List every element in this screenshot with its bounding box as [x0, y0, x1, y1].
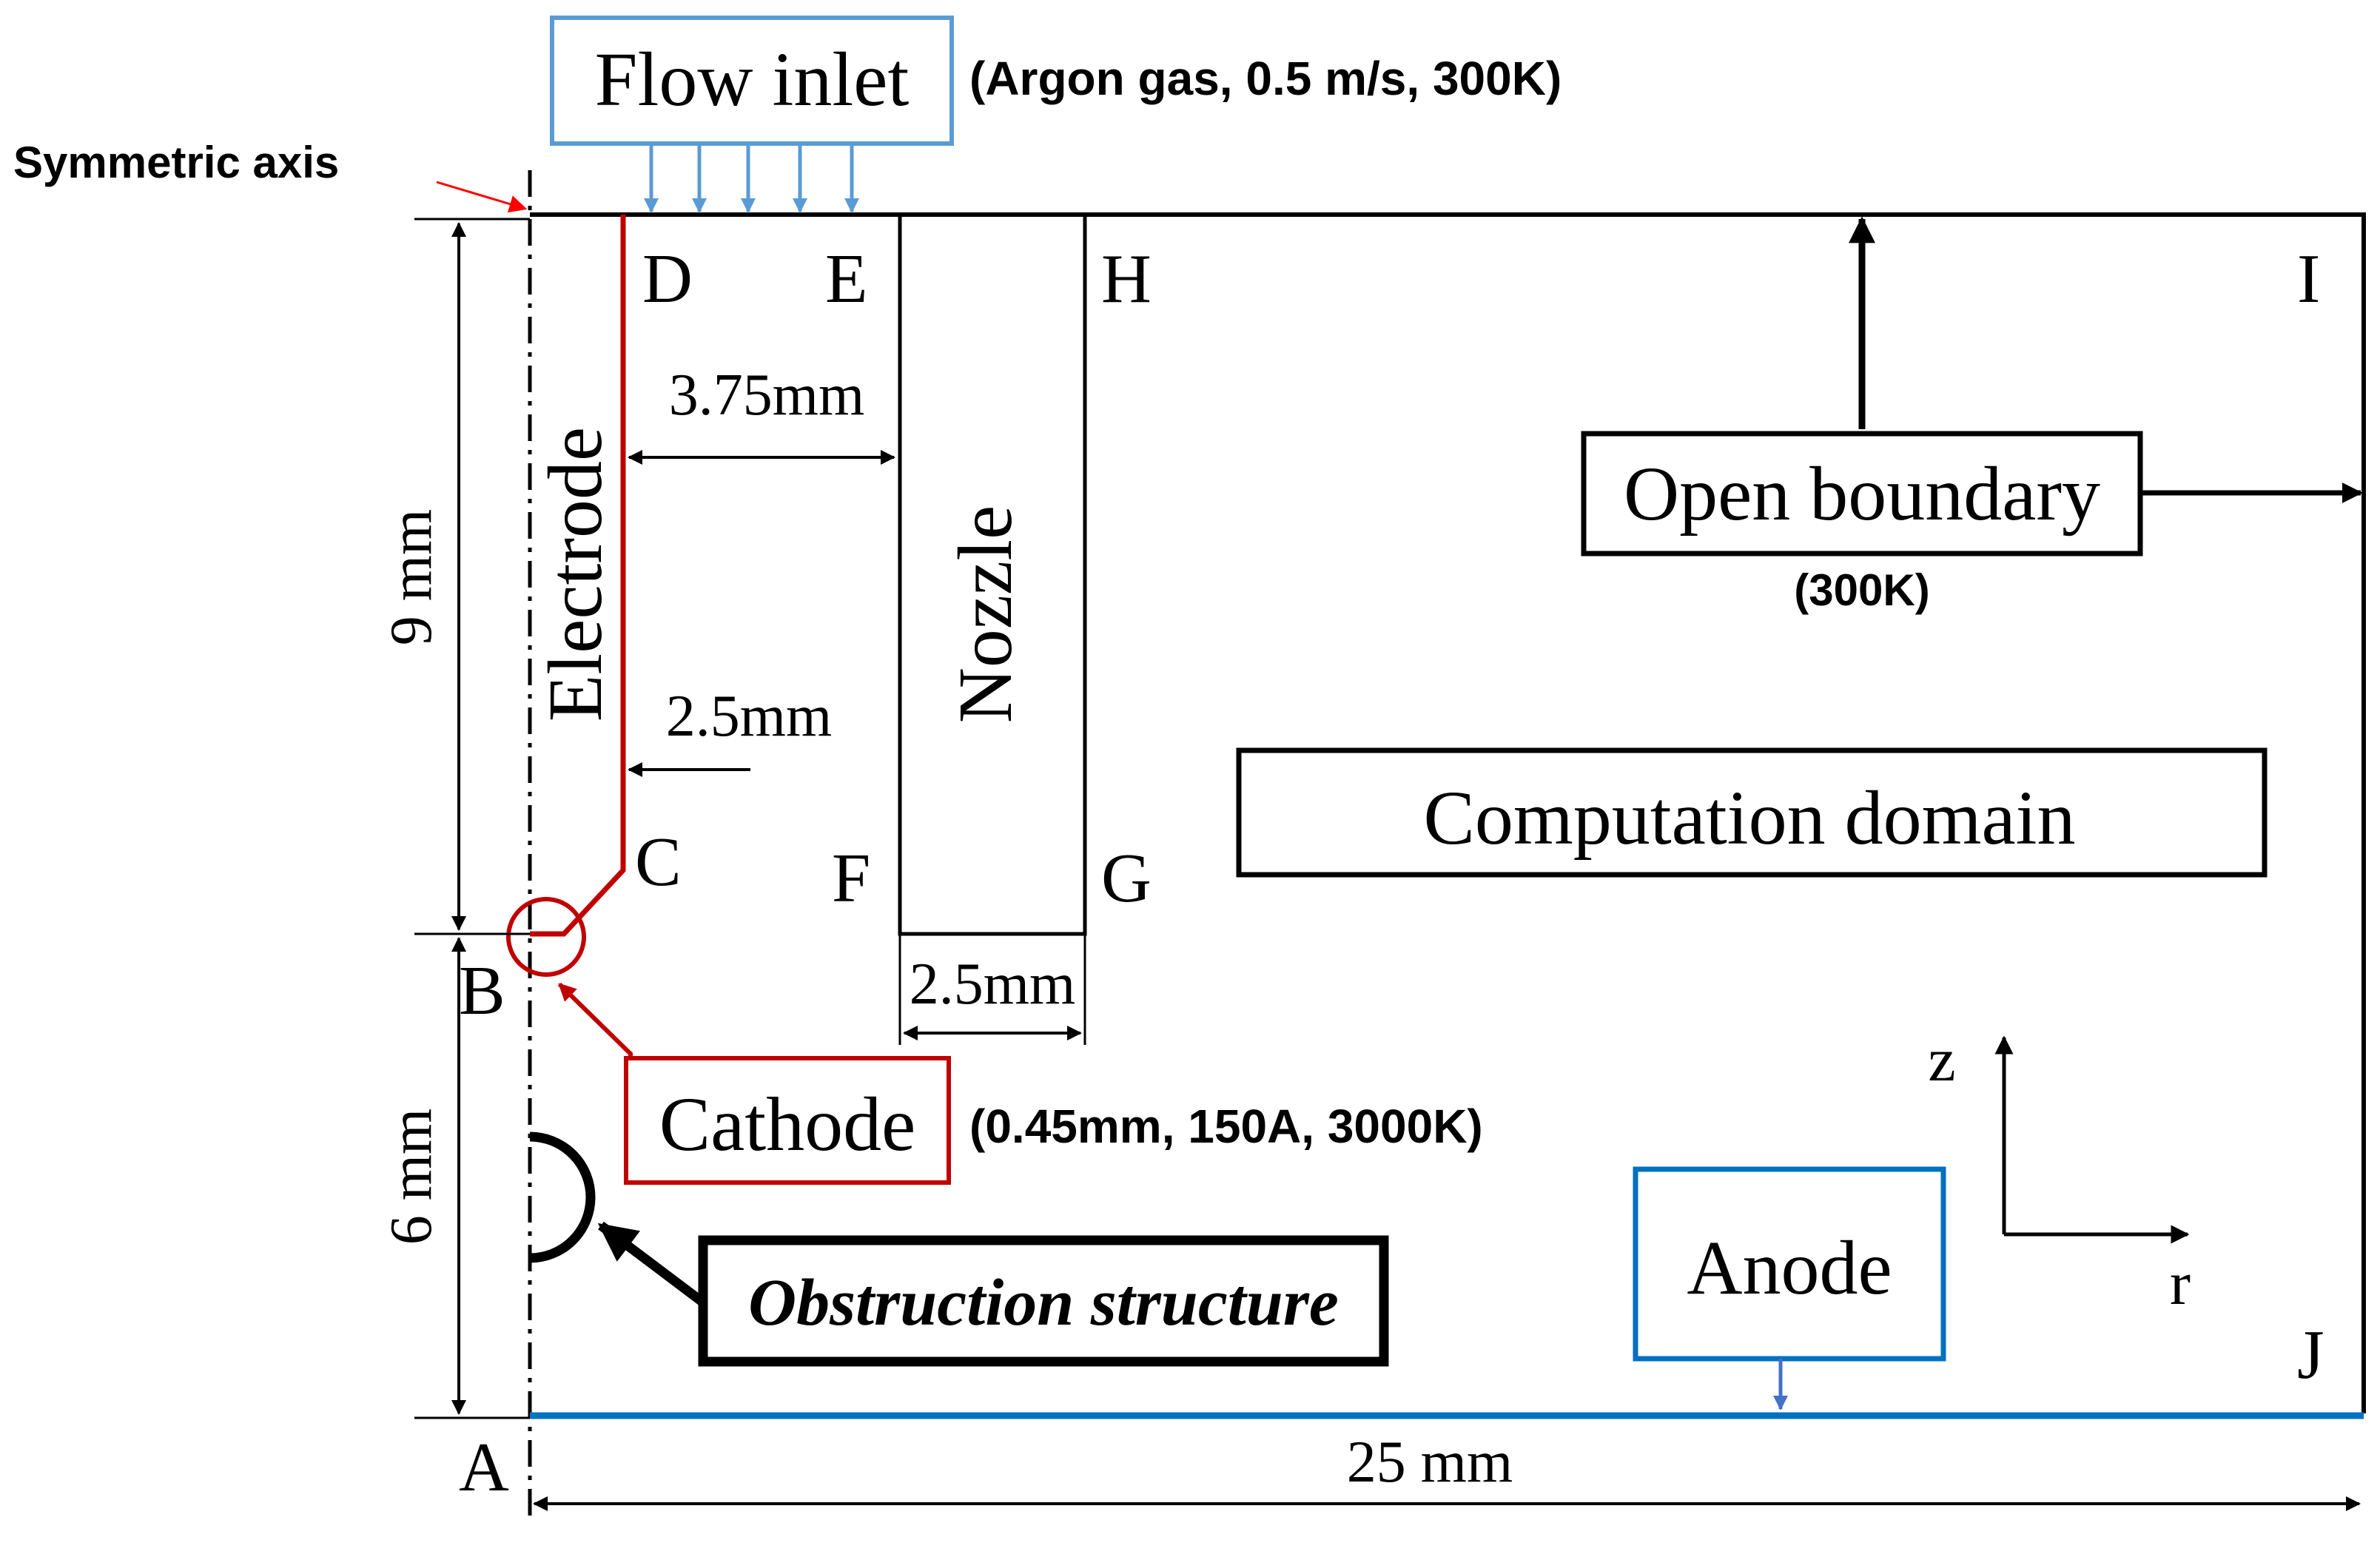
obstruction-pointer [597, 1221, 706, 1307]
dim-2-5mm-nozzle-label: 2.5mm [910, 952, 1075, 1017]
flow-inlet-box [550, 16, 954, 146]
point-J: J [2297, 1316, 2324, 1393]
dim-3-75mm-label: 3.75mm [669, 363, 864, 428]
electrode-label: Electrode [533, 427, 618, 722]
obstruction-label: Obstruction structure [748, 1266, 1339, 1339]
point-G: G [1101, 840, 1152, 917]
cathode-spot-circle [506, 897, 586, 977]
cathode-label: Cathode [659, 1082, 916, 1167]
dim-9mm-label: 9 mm [379, 509, 444, 645]
dim-6mm-label: 6 mm [379, 1109, 444, 1245]
open-boundary-params: (300K) [1794, 565, 1929, 615]
flow-inlet-label: Flow inlet [595, 37, 910, 122]
point-F: F [832, 840, 870, 917]
r-axis-label: r [2170, 1249, 2191, 1318]
computation-domain-box [1236, 747, 2268, 878]
open-boundary-label: Open boundary [1624, 451, 2100, 537]
point-A: A [459, 1429, 509, 1506]
symmetric-axis-label: Symmetric axis [13, 138, 339, 187]
nozzle-label: Nozzle [943, 505, 1028, 723]
point-D: D [642, 241, 693, 317]
open-boundary-box [1581, 431, 2143, 556]
z-axis-label: z [1928, 1026, 1955, 1094]
dim-2-5mm-electrode-label: 2.5mm [666, 684, 832, 749]
domain-boundary [530, 212, 2366, 1413]
anode-box [1633, 1166, 1946, 1362]
nozzle-shape [898, 212, 1087, 936]
cathode-params: (0.45mm, 150A, 3000K) [969, 1100, 1483, 1153]
anode-label: Anode [1687, 1225, 1892, 1311]
symmetric-axis-pointer [436, 181, 528, 213]
point-C: C [635, 824, 682, 901]
flow-inlet-params: (Argon gas, 0.5 m/s, 300K) [969, 52, 1562, 105]
computation-domain-label: Computation domain [1423, 776, 2075, 861]
cathode-box [624, 1056, 951, 1185]
obstruction-shape [529, 1131, 596, 1263]
inlet-arrows [644, 144, 859, 213]
obstruction-box [698, 1235, 1389, 1367]
point-B: B [459, 952, 505, 1029]
point-E: E [825, 241, 867, 317]
electrode-line [530, 215, 626, 937]
cathode-pointer [557, 982, 633, 1058]
point-I: I [2297, 241, 2320, 317]
dim-25mm-label: 25 mm [1347, 1430, 1513, 1495]
point-H: H [1101, 241, 1152, 317]
